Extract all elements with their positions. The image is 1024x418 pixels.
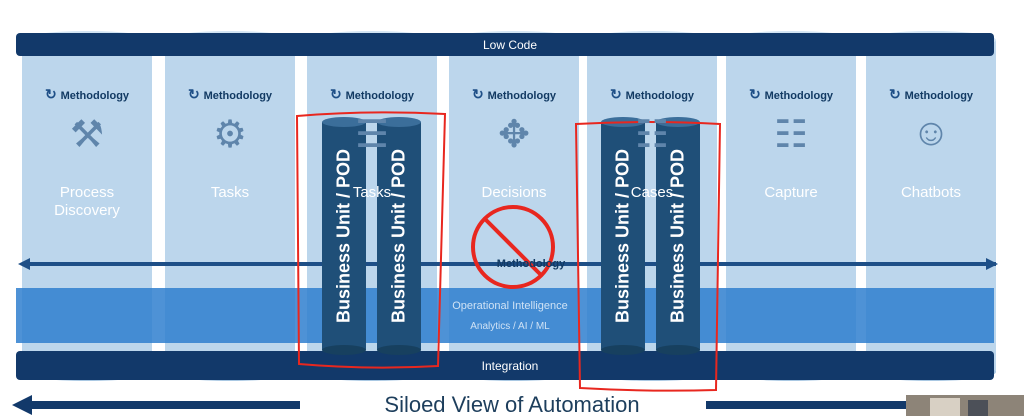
cycle-people-icon: ↻ bbox=[329, 86, 346, 102]
annotation-boxes bbox=[295, 111, 722, 392]
methodology-label: Methodology bbox=[345, 90, 415, 102]
document-icon: ☷ bbox=[634, 114, 670, 156]
hammer-wrench-icon: ⚒ bbox=[69, 114, 105, 156]
scan-flow-icon: ☷ bbox=[773, 114, 809, 156]
pod-label-2: Business Unit / POD bbox=[388, 148, 409, 324]
integration-bar bbox=[16, 351, 994, 380]
cycle-people-icon: ↻ bbox=[471, 86, 488, 102]
operational-intelligence-label: Operational Intelligence bbox=[452, 300, 568, 312]
annotation-box-left bbox=[295, 111, 447, 369]
annotation-box-right bbox=[574, 121, 722, 392]
analytics-label: Analytics / AI / ML bbox=[470, 321, 550, 332]
webcam-thumbnail bbox=[906, 395, 1024, 416]
pod-cylinder-2 bbox=[377, 117, 421, 355]
methodology-header-5: ↻ Methodology bbox=[587, 86, 717, 103]
methodology-header-7: ↻ Methodology bbox=[866, 86, 996, 103]
column-label-3: Tasks bbox=[352, 184, 392, 201]
pod-cylinder-3 bbox=[601, 117, 645, 355]
prohibited-icon bbox=[471, 205, 555, 289]
low-code-bar bbox=[16, 33, 994, 56]
pod-label-4: Business Unit / POD bbox=[667, 148, 688, 324]
split-arrows-icon: ✥ bbox=[498, 114, 530, 156]
cycle-people-icon: ↻ bbox=[44, 86, 61, 102]
chatbot-icon: ☺ bbox=[911, 112, 951, 154]
pod-cylinder-4 bbox=[656, 117, 700, 355]
low-code-label: Low Code bbox=[482, 38, 538, 52]
methodology-header-6: ↻ Methodology bbox=[726, 86, 856, 103]
methodology-header-3: ↻ Methodology bbox=[307, 86, 437, 103]
methodology-label: Methodology bbox=[625, 90, 695, 102]
integration-label: Integration bbox=[481, 359, 539, 373]
flowchart-icon: ☰ bbox=[354, 114, 390, 156]
pod-cylinder-1 bbox=[322, 117, 366, 355]
column-label-7: Chatbots bbox=[900, 184, 962, 201]
methodology-label: Methodology bbox=[904, 90, 974, 102]
floating-methodology-label: Methodology bbox=[496, 258, 566, 270]
methodology-label: Methodology bbox=[764, 90, 834, 102]
methodology-label: Methodology bbox=[60, 90, 130, 102]
caption-arrow-left bbox=[12, 395, 300, 415]
pod-label-1: Business Unit / POD bbox=[333, 148, 354, 324]
column-label-5: Cases bbox=[630, 184, 674, 201]
caption-arrow-right bbox=[706, 401, 906, 409]
column-label-2: Tasks bbox=[210, 184, 250, 201]
pods bbox=[322, 117, 700, 355]
cycle-people-icon: ↻ bbox=[748, 86, 765, 102]
methodology-header-2: ↻ Methodology bbox=[165, 86, 295, 103]
cycle-people-icon: ↻ bbox=[187, 86, 204, 102]
methodology-label: Methodology bbox=[487, 90, 557, 102]
robot-icon: ⚙ bbox=[212, 114, 248, 156]
column-label-4: Decisions bbox=[481, 184, 547, 201]
column-label-6: Capture bbox=[764, 184, 818, 201]
methodology-header-1: ↻ Methodology bbox=[22, 86, 152, 103]
caption: Siloed View of Automation bbox=[384, 392, 640, 417]
methodology-arrow bbox=[18, 258, 998, 270]
pod-label-3: Business Unit / POD bbox=[612, 148, 633, 324]
operational-intelligence-band bbox=[16, 288, 994, 343]
methodology-label: Methodology bbox=[203, 90, 273, 102]
cycle-people-icon: ↻ bbox=[888, 86, 905, 102]
cycle-people-icon: ↻ bbox=[609, 86, 626, 102]
methodology-header-4: ↻ Methodology bbox=[449, 86, 579, 103]
